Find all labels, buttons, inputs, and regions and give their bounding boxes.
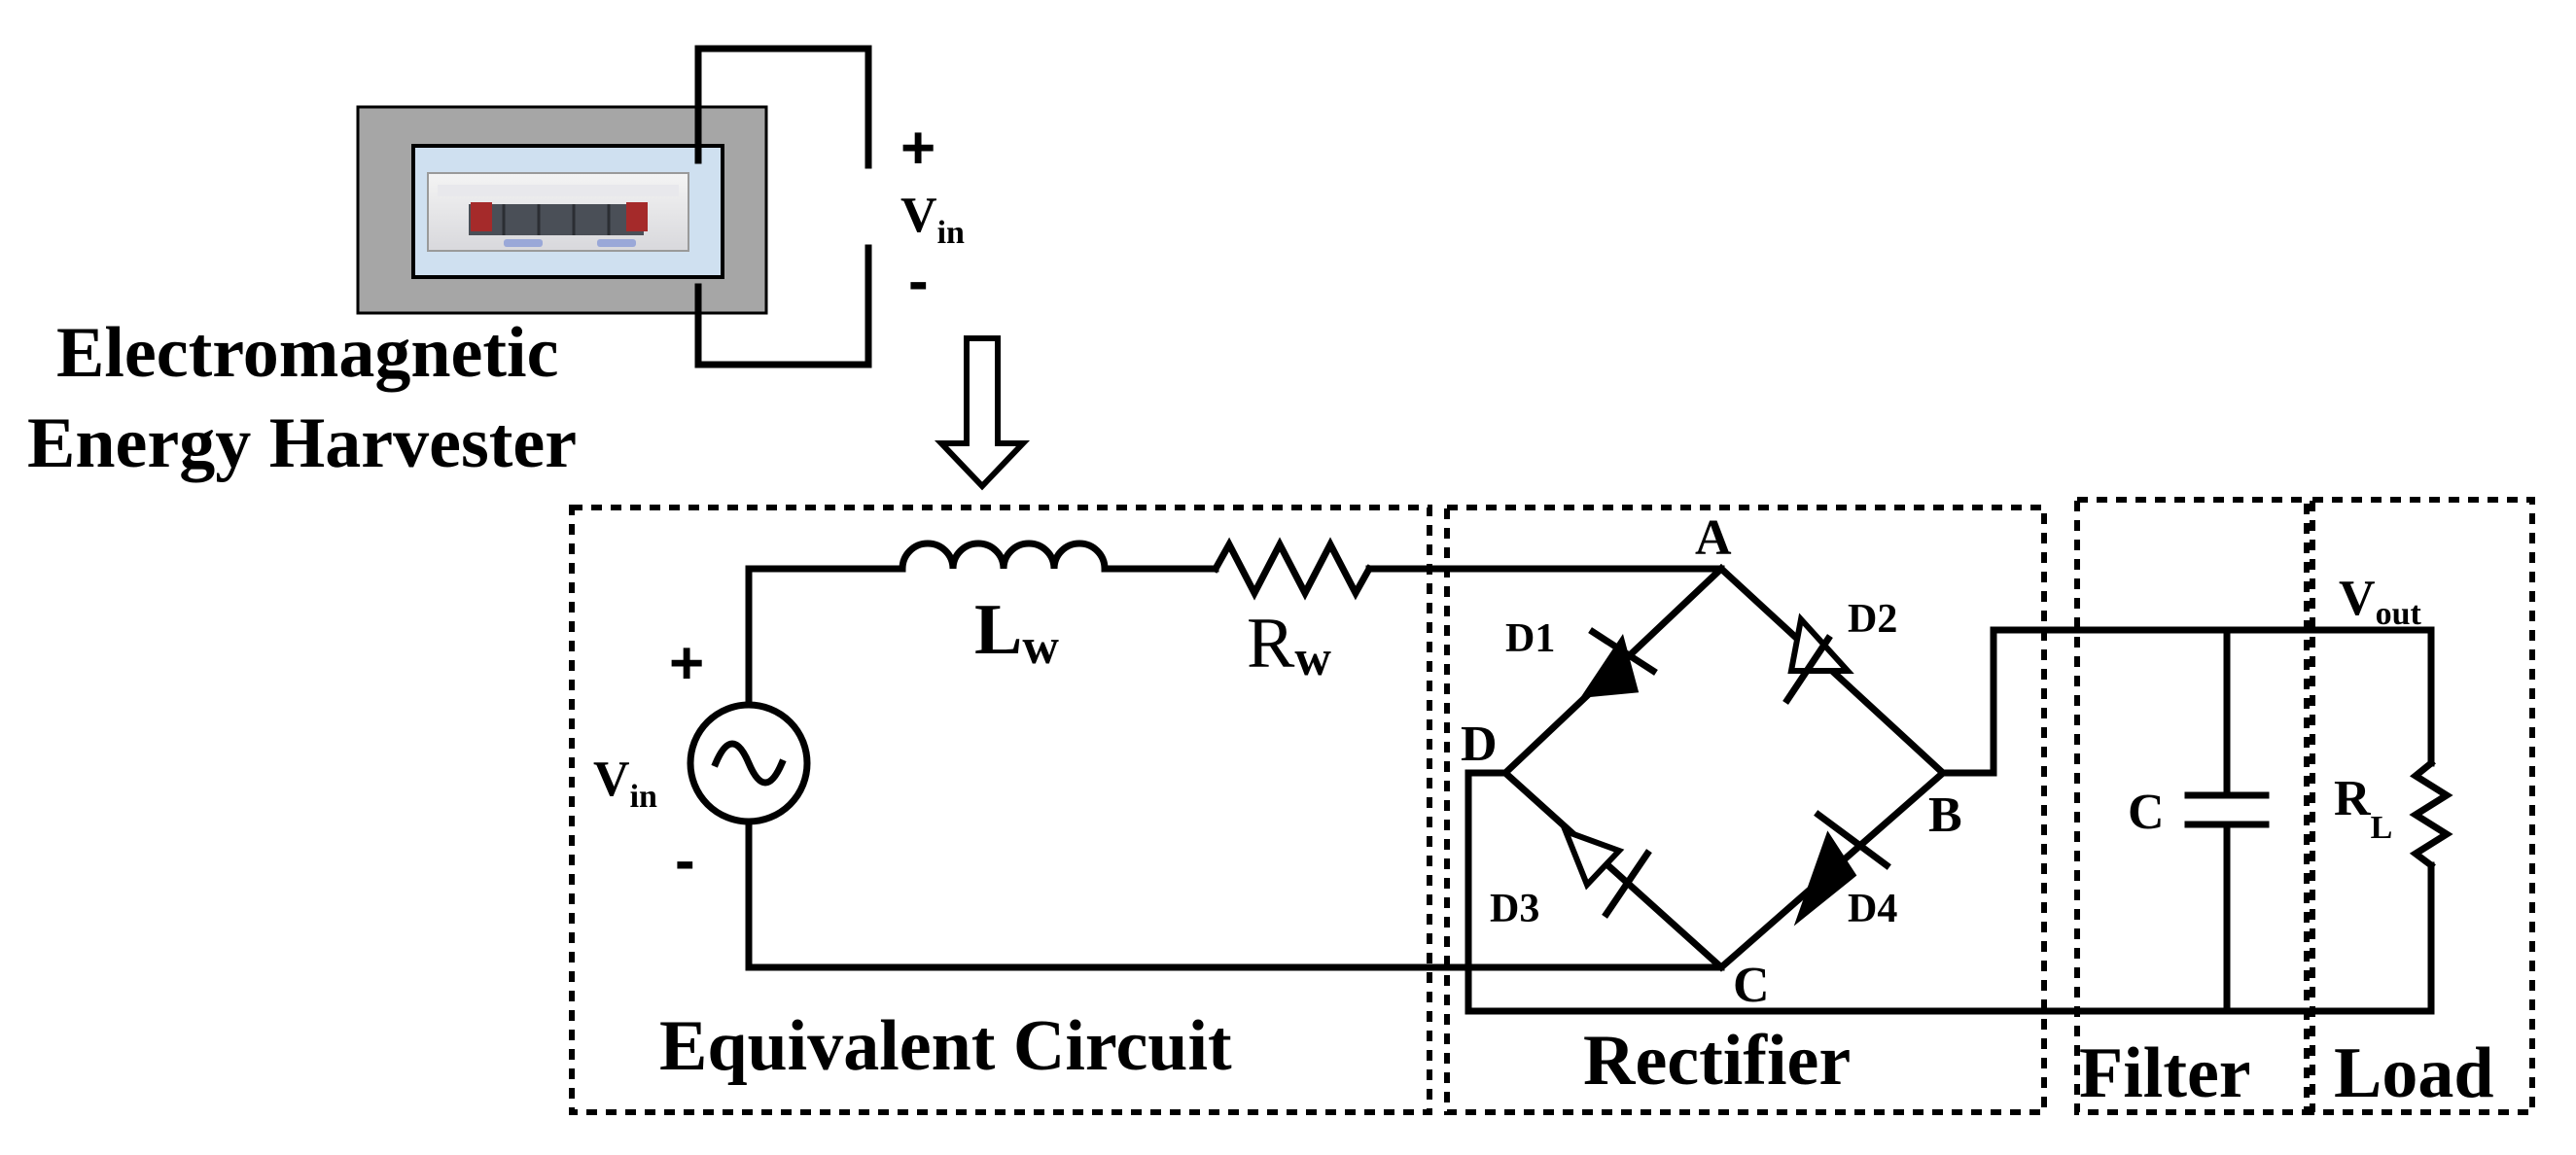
harvester-plus-sign: + — [900, 115, 935, 182]
node-b-label: B — [1928, 788, 1962, 843]
filter-label: Filter — [2079, 1033, 2251, 1113]
rectifier-label: Rectifier — [1583, 1021, 1851, 1101]
load-box — [2310, 497, 2535, 1115]
diode-d3-label: D3 — [1490, 887, 1539, 931]
rectifier-box — [1444, 505, 2047, 1115]
ac-sine-icon — [711, 740, 787, 787]
diode-d1-label: D1 — [1505, 616, 1555, 661]
harvester-lead-bottom — [694, 244, 872, 368]
diode-d4-label: D4 — [1848, 887, 1897, 931]
vout-label: Vout — [2339, 571, 2421, 632]
source-plus-sign: + — [669, 630, 704, 697]
node-d-label: D — [1461, 717, 1498, 772]
diode-d4-icon — [1793, 810, 1891, 927]
harvester-title-line1: Electromagnetic — [56, 313, 558, 393]
source-vin-label: Vin — [593, 752, 657, 815]
diode-d1-icon — [1580, 627, 1658, 698]
bridge-diamond — [1500, 564, 1949, 972]
inductor-label: Lw — [974, 590, 1059, 675]
harvester-title-line2: Energy Harvester — [27, 403, 577, 483]
diode-d3-icon — [1560, 825, 1652, 919]
rect-wire-bottom-return — [1464, 769, 2435, 1015]
harvester-minus-sign: - — [908, 248, 929, 315]
load-resistor-zigzag — [2409, 758, 2453, 870]
eq-wire-bottom — [745, 818, 1725, 971]
resistor-label: Rw — [1247, 604, 1331, 686]
harvester-vin-label: Vin — [900, 188, 965, 251]
equivalent-circuit-box — [569, 505, 1432, 1115]
inductor-coil — [899, 540, 1109, 573]
harvester-lead-top — [694, 45, 872, 169]
filter-box — [2074, 497, 2310, 1115]
resistor-zigzag — [1211, 537, 1374, 601]
diode-d2-label: D2 — [1848, 597, 1897, 642]
eq-wire-top-left — [745, 565, 906, 723]
capacitor-label: C — [2128, 785, 2165, 840]
node-c-label: C — [1733, 958, 1770, 1013]
source-minus-sign: - — [675, 827, 695, 894]
load-label: Load — [2334, 1033, 2494, 1113]
load-resistor-label: RL — [2334, 771, 2392, 846]
capacitor-icon — [2184, 626, 2270, 1015]
diode-d2-icon — [1782, 612, 1854, 705]
down-arrow-icon — [934, 335, 1031, 491]
equivalent-circuit-label: Equivalent Circuit — [659, 1006, 1232, 1086]
node-a-label: A — [1695, 510, 1732, 566]
harvester-device — [356, 105, 768, 315]
rect-wire-output — [1939, 626, 2435, 777]
harvester-photo — [427, 172, 689, 252]
